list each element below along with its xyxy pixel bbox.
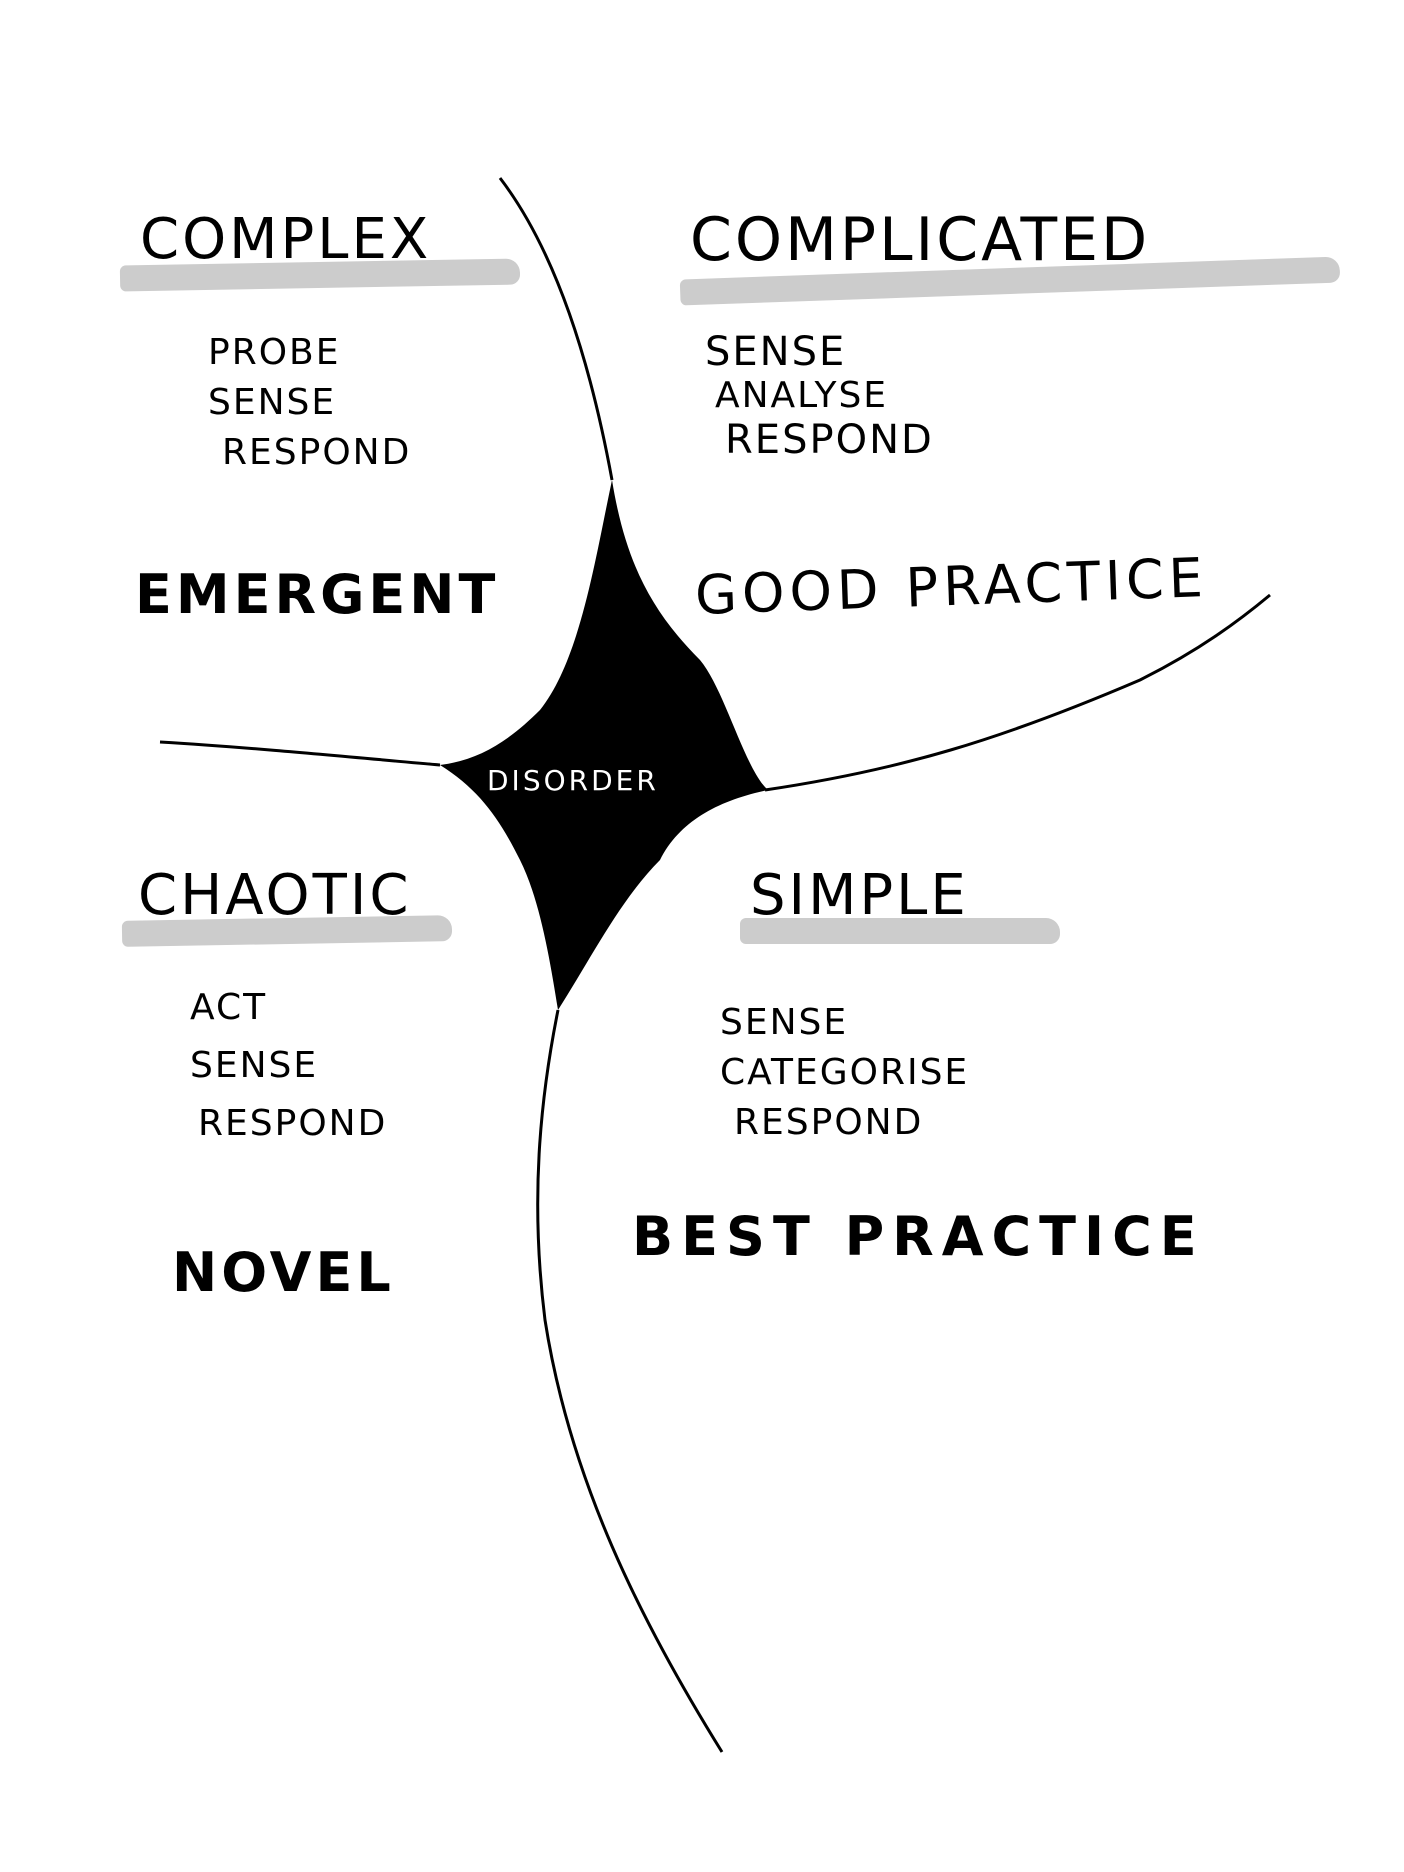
complex-step-2: SENSE: [208, 382, 337, 423]
complicated-title: COMPLICATED: [690, 205, 1151, 275]
complex-title: COMPLEX: [140, 207, 432, 272]
complicated-steps: SENSE ANALYSE RESPOND: [705, 332, 934, 460]
boundary-bottom: [536, 1009, 724, 1753]
chaotic-title: CHAOTIC: [138, 863, 412, 928]
boundary-right: [764, 593, 1271, 792]
complicated-step-2: ANALYSE: [715, 375, 889, 416]
simple-step-1: SENSE: [720, 1002, 849, 1043]
chaotic-step-3: RESPOND: [198, 1103, 388, 1144]
complex-steps: PROBE SENSE RESPOND: [208, 335, 411, 471]
complicated-step-3: RESPOND: [725, 417, 934, 463]
simple-title: SIMPLE: [750, 863, 969, 928]
chaotic-step-2: SENSE: [190, 1045, 319, 1086]
disorder-label: DISORDER: [487, 764, 659, 797]
boundary-top: [498, 177, 614, 481]
simple-title-highlight: [740, 918, 1060, 944]
simple-step-3: RESPOND: [734, 1102, 924, 1143]
simple-practice: BEST PRACTICE: [632, 1205, 1205, 1268]
simple-steps: SENSE CATEGORISE RESPOND: [720, 1005, 969, 1141]
complex-step-1: PROBE: [208, 332, 341, 373]
disorder-region: [440, 480, 768, 1010]
chaotic-steps: ACT SENSE RESPOND: [190, 990, 387, 1142]
chaotic-step-1: ACT: [190, 987, 268, 1028]
complex-step-3: RESPOND: [222, 432, 412, 473]
boundary-left: [159, 740, 441, 767]
simple-step-2: CATEGORISE: [720, 1052, 970, 1093]
chaotic-practice: NOVEL: [172, 1241, 395, 1304]
complicated-step-1: SENSE: [705, 329, 847, 375]
complex-practice: EMERGENT: [135, 563, 500, 626]
